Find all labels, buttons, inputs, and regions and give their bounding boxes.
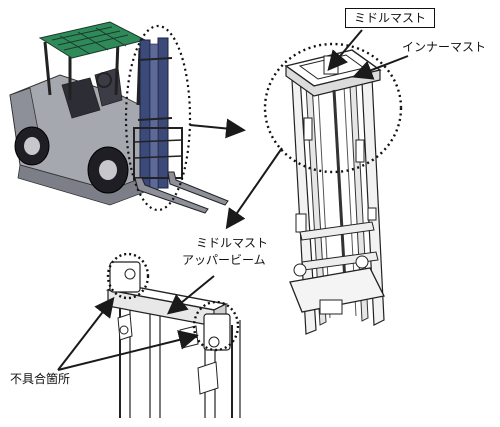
label-upper-beam-line1: ミドルマスト — [196, 236, 269, 250]
arrow-upper-beam — [166, 275, 215, 315]
forklift-illustration — [9, 21, 229, 214]
arrow-middle-mast — [327, 29, 363, 72]
label-inner-mast: インナーマスト — [402, 40, 487, 54]
upper-beam-illustration — [105, 252, 241, 418]
arrow-to-mast-detail — [189, 118, 246, 139]
label-defect-location: 不具合箇所 — [10, 372, 71, 386]
label-upper-beam-line2: アッパービーム — [182, 253, 266, 267]
label-middle-mast: ミドルマスト — [345, 8, 436, 28]
arrow-inner-mast — [352, 55, 409, 80]
mast-assembly-illustration — [263, 42, 403, 335]
arrow-to-beam-detail — [225, 147, 283, 230]
arrow-defect-right — [57, 330, 199, 371]
arrow-defect-left — [57, 296, 115, 371]
